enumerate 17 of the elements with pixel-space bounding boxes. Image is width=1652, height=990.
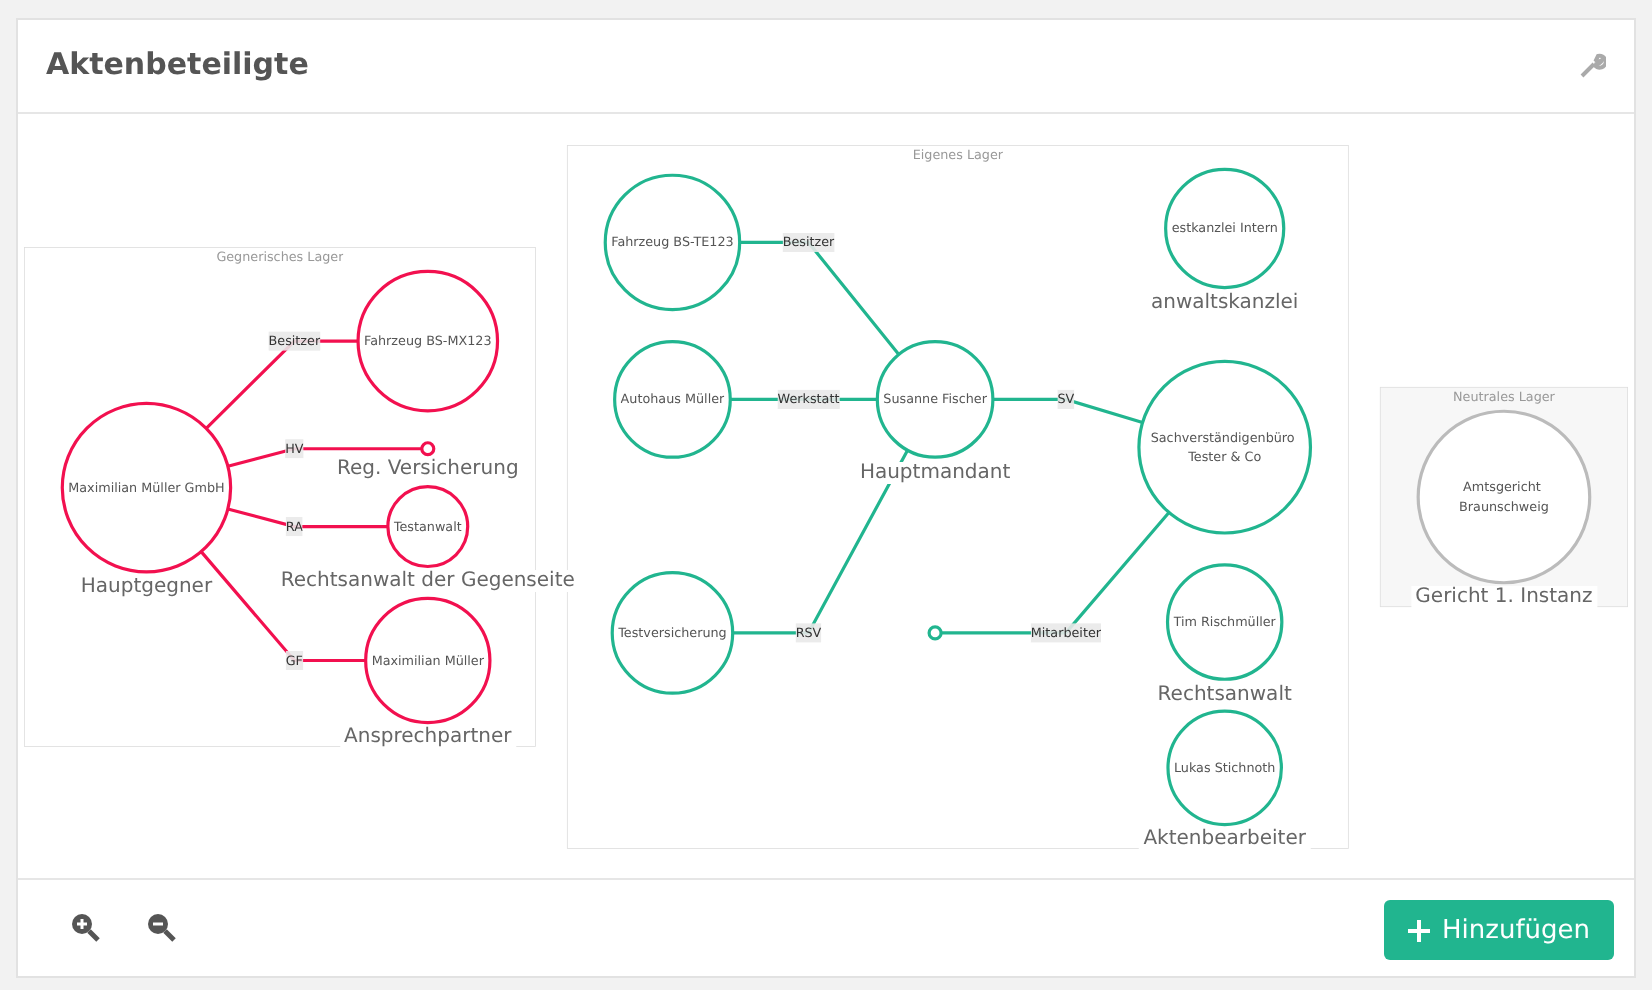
role-caption: Ansprechpartner — [340, 726, 516, 749]
connector — [992, 397, 1144, 425]
node-circle — [420, 441, 436, 457]
node-circle — [927, 625, 943, 641]
role-caption: Reg. Versicherung — [333, 458, 523, 481]
role-caption: Gericht 1. Instanz — [1411, 586, 1597, 609]
connector — [199, 550, 366, 663]
connector — [227, 507, 388, 529]
role-caption: Hauptmandant — [855, 461, 1015, 484]
role-caption: Rechtsanwalt der Gegenseite — [276, 570, 579, 593]
role-caption: Rechtsanwalt — [1153, 683, 1296, 706]
role-caption: anwaltskanzlei — [1146, 291, 1303, 314]
add-button: Hinzufügen — [1384, 900, 1614, 960]
role-caption: Aktenbearbeiter — [1139, 828, 1310, 851]
panel-title: Aktenbeteiligte — [46, 46, 309, 82]
connector — [227, 447, 422, 468]
role-caption: Hauptgegner — [76, 575, 217, 598]
